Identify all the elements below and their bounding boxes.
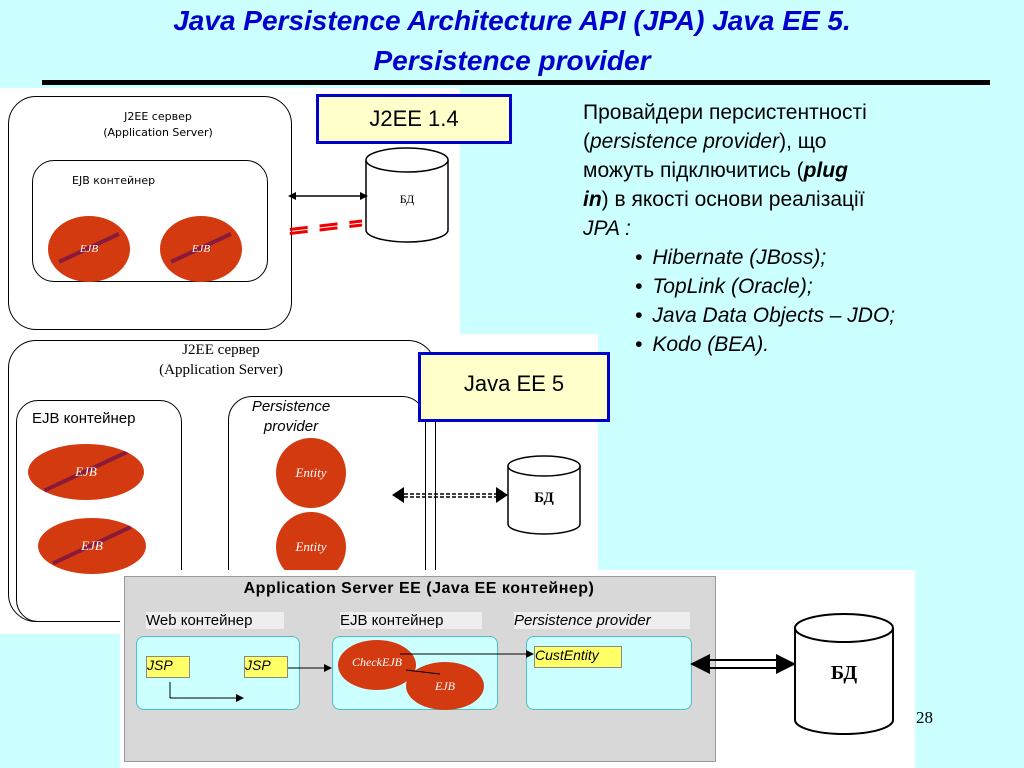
persistence-label-line1: Persistence	[251, 398, 331, 415]
app-server-ee-header: Application Server EE (Java EE контейнер…	[243, 580, 595, 597]
ejb-bean-2: EJB	[38, 518, 146, 574]
provider-item: Kodo (BEA).	[652, 330, 1003, 359]
slide-title-line2: Persistence provider	[373, 45, 651, 76]
db-label: БД	[830, 662, 858, 684]
desc-line4: in) в якості основи реалізації	[583, 188, 865, 211]
ejb-bean-2: EJB	[160, 216, 242, 282]
ejb-container-box	[32, 160, 268, 282]
diagram-j2ee14: J2EE сервер (Application Server) EJB кон…	[0, 88, 512, 336]
db-label: БД	[399, 192, 415, 206]
diagram-appserver-ee: Application Server EE (Java EE контейнер…	[120, 570, 915, 768]
page-number: 28	[916, 708, 933, 727]
provider-description: Провайдери персистентності (persistence …	[583, 98, 1003, 359]
app-server-box	[8, 96, 292, 330]
desc-line5: JPA :	[583, 217, 631, 240]
custentity: CustEntity	[534, 646, 622, 668]
server-label-line2: (Application Server)	[159, 362, 283, 378]
ejb-bean-1: EJB	[28, 444, 144, 500]
jsp-page-1: JSP	[146, 656, 190, 678]
persistence-provider-label: Persistence provider	[514, 612, 690, 629]
connection-arrows	[288, 192, 368, 236]
entity-bean-1: Entity	[276, 438, 346, 508]
ejb-container-label: EJB контейнер	[72, 174, 156, 187]
title-underline	[42, 80, 990, 85]
web-container-label: Web контейнер	[146, 612, 284, 629]
ejb-container-label: EJB контейнер	[32, 410, 136, 427]
provider-item: Hibernate (JBoss);	[652, 243, 1003, 272]
provider-item: Java Data Objects – JDO;	[652, 301, 1003, 330]
version-label-j2ee14: J2EE 1.4	[316, 94, 512, 144]
checkejb-bean: CheckEJB	[338, 640, 416, 690]
ejb-container-box-2	[16, 400, 182, 622]
slide-title-line1: Java Persistence Architecture API (JPA) …	[173, 5, 851, 36]
jsp-page-2: JSP	[244, 656, 288, 678]
database-icon	[794, 613, 894, 735]
desc-line3: можуть підключитись (plug	[583, 159, 848, 182]
ejb-container-label: EJB контейнер	[340, 612, 482, 629]
database-icon	[365, 147, 449, 243]
persistence-label-line2: provider	[263, 418, 319, 435]
provider-list: Hibernate (JBoss); TopLink (Oracle); Jav…	[583, 243, 1003, 359]
desc-line2: (persistence provider), що	[583, 130, 827, 153]
flow-arrows	[169, 650, 796, 702]
server-label-line1: J2EE сервер	[182, 342, 260, 358]
server-label-line2: (Application Server)	[103, 126, 213, 139]
db-label: БД	[534, 490, 554, 506]
server-label-line1: J2EE сервер	[124, 110, 192, 123]
ejb-bean-1: EJB	[48, 216, 130, 282]
version-label-javaee5: Java EE 5	[418, 352, 610, 422]
desc-line1: Провайдери персистентності	[583, 101, 867, 124]
ejb-bean: EJB	[406, 662, 484, 710]
provider-item: TopLink (Oracle);	[652, 272, 1003, 301]
connection-arrow	[392, 487, 508, 503]
database-icon	[507, 455, 581, 535]
